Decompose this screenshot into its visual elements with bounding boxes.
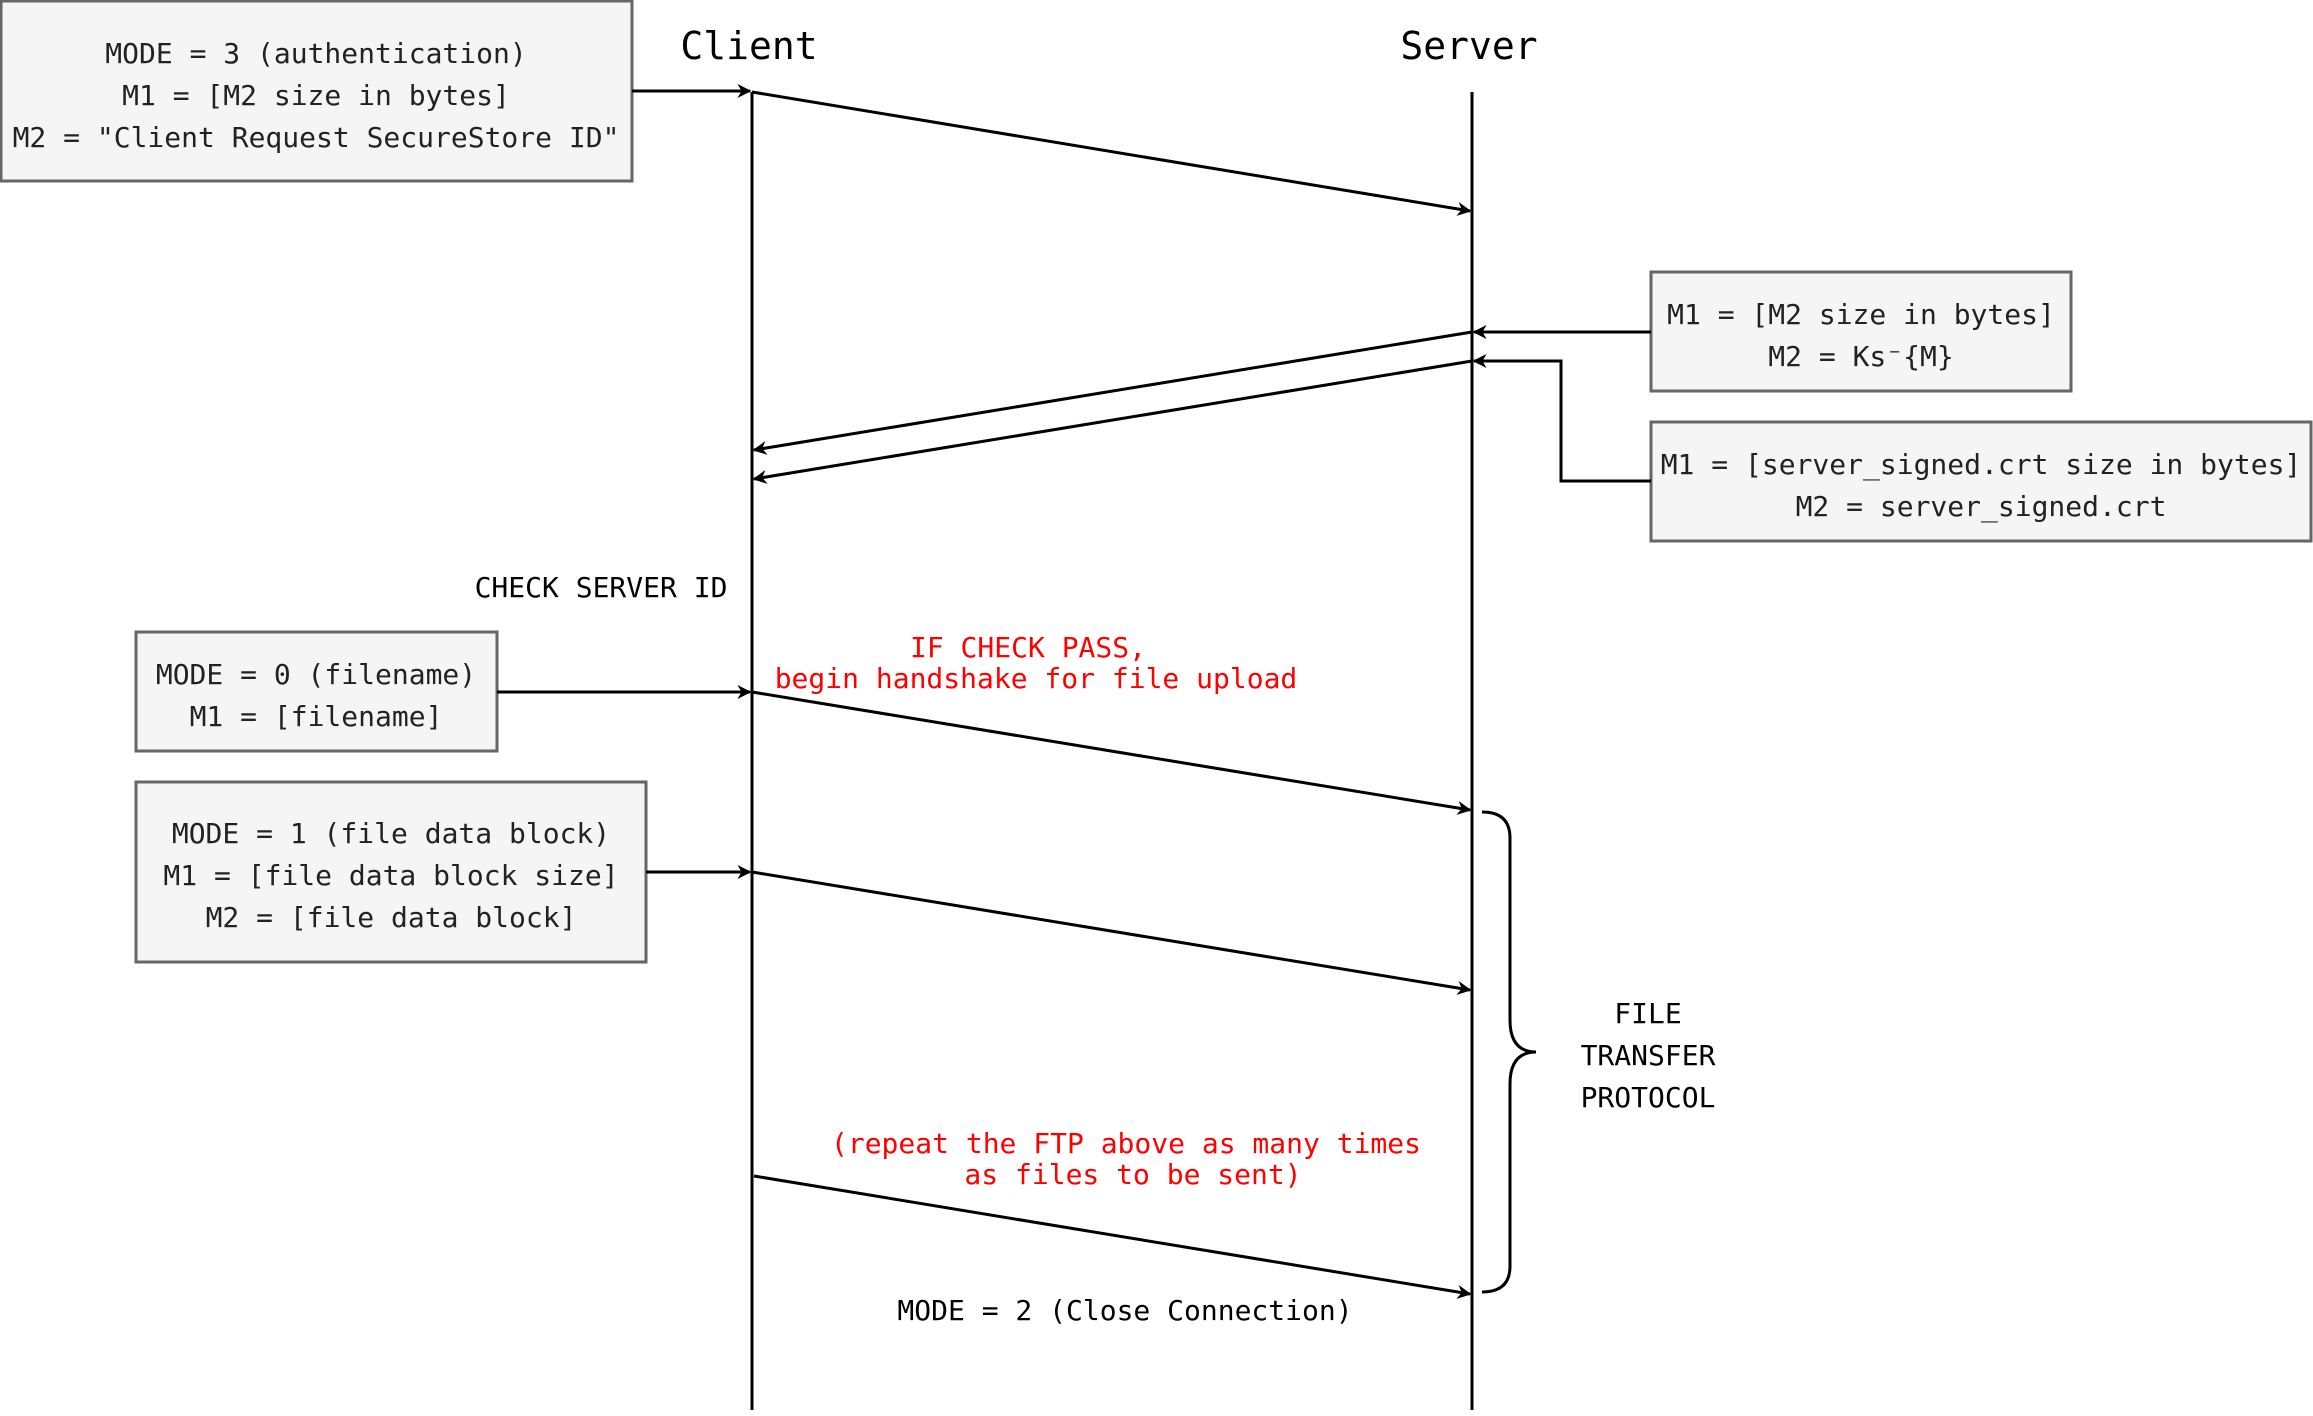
message-auth-request: [751, 90, 1472, 216]
participant-client: Client: [680, 24, 817, 68]
auth-request-line: M1 = [M2 size in bytes]: [122, 79, 510, 112]
participant-server: Server: [1400, 24, 1537, 68]
auth-request-line: MODE = 3 (authentication): [105, 37, 526, 70]
if-check-pass-note: IF CHECK PASS,: [910, 631, 1146, 664]
message-filename: [751, 690, 1472, 815]
repeat-note: as files to be sent): [964, 1158, 1301, 1191]
ftp-brace: [1481, 810, 1537, 1294]
server-signature-line: M1 = [M2 size in bytes]: [1667, 298, 2055, 331]
message-server-cert: [752, 359, 1473, 484]
ftp-label: PROTOCOL: [1581, 1081, 1716, 1114]
filename-box: MODE = 0 (filename) M1 = [filename]: [134, 630, 499, 753]
message-server-signature: [752, 330, 1473, 455]
close-connection-note: MODE = 2 (Close Connection): [897, 1294, 1352, 1327]
if-check-pass-note: begin handshake for file upload: [775, 662, 1298, 695]
file-block-line: MODE = 1 (file data block): [172, 817, 610, 850]
filename-line: M1 = [filename]: [190, 700, 443, 733]
auth-request-line: M2 = "Client Request SecureStore ID": [13, 121, 620, 154]
message-close-connection: [753, 1174, 1472, 1299]
file-block-box: MODE = 1 (file data block) M1 = [file da…: [134, 780, 648, 964]
check-server-id-note: CHECK SERVER ID: [475, 571, 728, 604]
server-cert-line: M2 = server_signed.crt: [1796, 490, 2167, 524]
server-signature-line: M2 = Ks⁻{M}: [1768, 340, 1953, 373]
file-block-line: M1 = [file data block size]: [163, 859, 618, 892]
ftp-label: TRANSFER: [1581, 1039, 1716, 1072]
repeat-note: (repeat the FTP above as many times: [831, 1127, 1421, 1160]
file-block-line: M2 = [file data block]: [206, 901, 577, 934]
server-cert-box: M1 = [server_signed.crt size in bytes] M…: [1649, 420, 2313, 543]
auth-request-box: MODE = 3 (authentication) M1 = [M2 size …: [0, 0, 634, 183]
server-cert-connector: [1472, 354, 1651, 483]
server-signature-box: M1 = [M2 size in bytes] M2 = Ks⁻{M}: [1649, 270, 2073, 393]
message-file-block: [751, 870, 1472, 995]
ftp-label: FILE: [1614, 997, 1681, 1030]
server-cert-line: M1 = [server_signed.crt size in bytes]: [1661, 448, 2302, 482]
filename-line: MODE = 0 (filename): [156, 658, 476, 691]
